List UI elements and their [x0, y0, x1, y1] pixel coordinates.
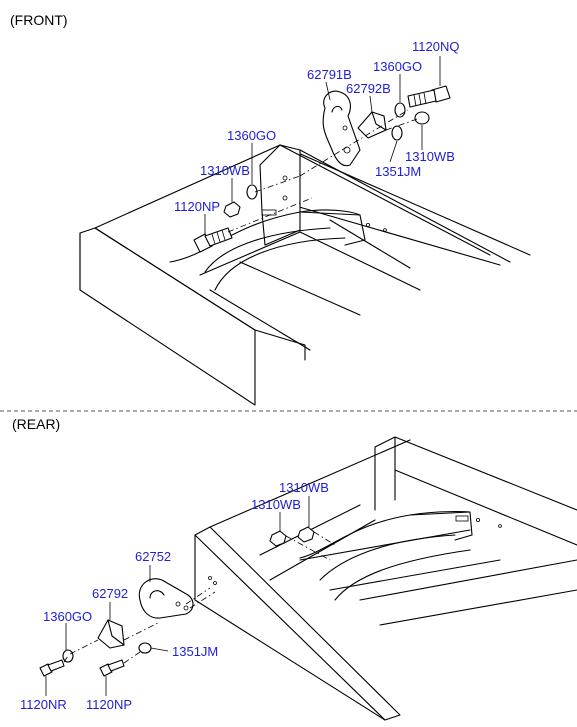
washer-1351JM-icon [391, 125, 403, 141]
hook-62791B-icon [322, 90, 361, 167]
rear-hardware [39, 526, 336, 677]
rear-section-title: (REAR) [12, 416, 61, 432]
part-label-1351JM[interactable]: 1351JM [375, 164, 422, 179]
washer-1351JM-icon [138, 642, 152, 654]
part-label-1120NP-rear[interactable]: 1120NP [86, 697, 133, 712]
bolt-1120NR-icon [39, 659, 65, 677]
rear-leaders [45, 496, 310, 696]
part-label-1310WB-right[interactable]: 1310WB [405, 149, 455, 164]
bolt-1120NP-rear-icon [99, 659, 125, 677]
bolt-1120NP-front-icon [193, 227, 233, 253]
hook-62752-icon [138, 578, 194, 619]
front-crossmember-face [79, 227, 256, 406]
part-label-1120NQ[interactable]: 1120NQ [412, 39, 460, 54]
part-label-1360GO-top[interactable]: 1360GO [373, 59, 423, 74]
nut-1310WB-right-icon [414, 111, 430, 125]
part-label-62791B[interactable]: 62791B [307, 67, 352, 82]
part-label-1360GO-rear[interactable]: 1360GO [43, 609, 93, 624]
front-rail-end [259, 144, 301, 246]
part-label-1120NR[interactable]: 1120NR [20, 697, 67, 712]
front-frame-drawing [79, 144, 531, 406]
front-hardware [193, 85, 451, 253]
washer-1360GO-icon [62, 649, 74, 663]
part-label-1120NP-front[interactable]: 1120NP [174, 199, 221, 214]
nut-1310WB-left-icon [223, 201, 241, 218]
rear-frame-drawing [194, 436, 577, 721]
washer-1360GO-left-icon [246, 184, 258, 200]
rear-crossmember-face [194, 526, 401, 721]
part-label-62792B[interactable]: 62792B [346, 81, 391, 96]
front-leaders [204, 56, 441, 234]
part-label-1310WB-rear-right[interactable]: 1310WB [279, 480, 329, 495]
nut-1310WB-right-icon [297, 526, 315, 543]
part-label-1310WB-rear-left[interactable]: 1310WB [251, 497, 301, 512]
front-section-title: (FRONT) [10, 12, 68, 28]
bracket-62792B-icon [357, 111, 387, 139]
part-label-62792[interactable]: 62792 [92, 586, 129, 601]
part-label-1360GO-left[interactable]: 1360GO [227, 128, 277, 143]
part-label-1310WB-left[interactable]: 1310WB [200, 163, 250, 178]
bolt-1120NQ-icon [407, 85, 451, 108]
part-label-62752[interactable]: 62752 [135, 549, 172, 564]
part-label-1351JM-rear[interactable]: 1351JM [172, 644, 219, 659]
bracket-62792-icon [97, 619, 125, 649]
